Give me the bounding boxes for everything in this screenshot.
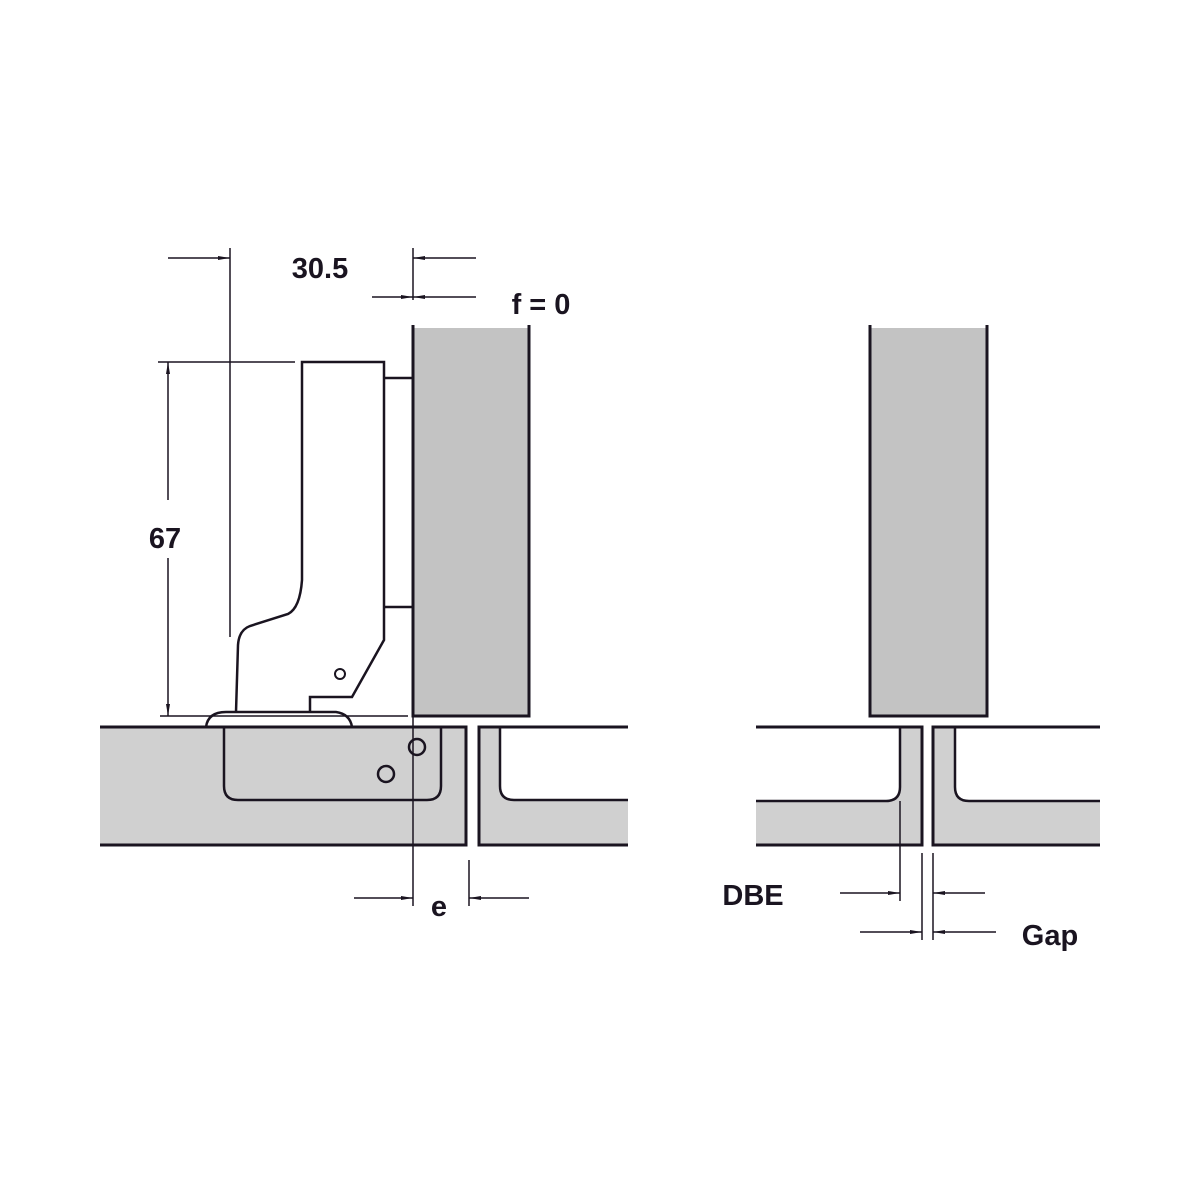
cabinet-side-adjacent: [477, 725, 628, 847]
door-panel-right: [870, 328, 987, 716]
dimension-height: 67: [149, 361, 408, 717]
f-value-label: f = 0: [512, 289, 571, 321]
screw-hole: [407, 737, 427, 757]
hinge-pivot-hole: [334, 668, 346, 680]
door-panel-left: [413, 328, 529, 716]
dimension-overlay: 30.5 f = 0: [168, 248, 570, 637]
hinge-height-label: 67: [149, 523, 181, 555]
dbe-label: DBE: [722, 880, 783, 912]
gap-label: Gap: [1022, 920, 1078, 952]
dimension-e: e: [354, 716, 529, 923]
screw-hole: [376, 764, 396, 784]
cabinet-side-left: [100, 725, 468, 847]
e-label: e: [431, 891, 447, 923]
hinge-arm: [204, 360, 413, 728]
dimension-dbe-gap: DBE Gap: [722, 801, 1078, 952]
cabinet-side-right-b: [931, 725, 1100, 847]
cabinet-side-right-a: [756, 725, 924, 847]
overlay-width-label: 30.5: [292, 253, 348, 285]
